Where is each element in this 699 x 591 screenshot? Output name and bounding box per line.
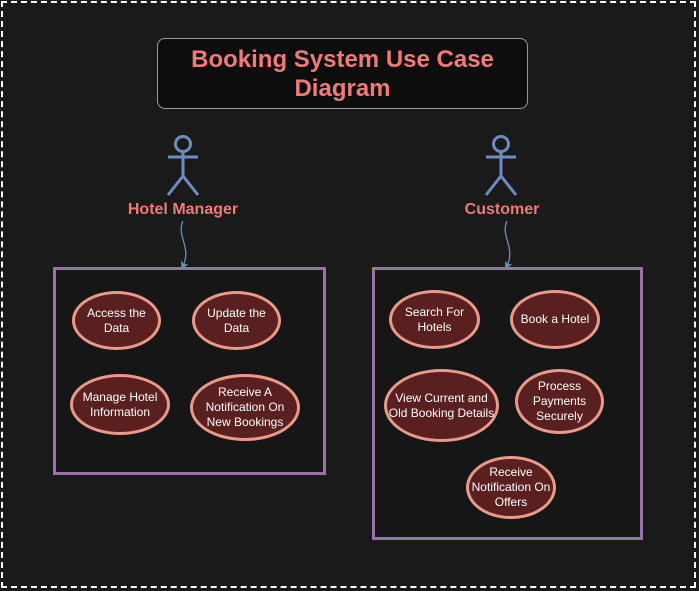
usecase-label: Access the Data xyxy=(87,305,146,335)
usecase-view-booking-details[interactable]: View Current and Old Booking Details xyxy=(384,369,499,442)
customer-actor-icon[interactable] xyxy=(484,135,518,196)
usecase-search-for-hotels[interactable]: Search For Hotels xyxy=(389,290,480,349)
usecase-book-a-hotel[interactable]: Book a Hotel xyxy=(510,290,600,349)
actor-label-hotel-manager: Hotel Manager xyxy=(127,201,239,218)
usecase-label: Manage Hotel Information xyxy=(82,389,158,419)
usecase-receive-notification-offers[interactable]: Receive Notification On Offers xyxy=(466,456,556,519)
actor-label-customer: Customer xyxy=(464,201,540,218)
usecase-label: Book a Hotel xyxy=(520,312,590,326)
usecase-label: Search For Hotels xyxy=(404,304,465,334)
usecase-label: View Current and Old Booking Details xyxy=(388,390,495,420)
usecase-update-the-data[interactable]: Update the Data xyxy=(192,291,281,350)
usecase-access-the-data[interactable]: Access the Data xyxy=(72,291,161,350)
manager-connector-arrow xyxy=(180,220,189,270)
usecase-label: Update the Data xyxy=(207,305,266,335)
usecase-process-payments[interactable]: Process Payments Securely xyxy=(515,369,604,434)
usecase-label: Receive Notification On Offers xyxy=(471,465,551,509)
hotel-manager-actor-icon[interactable] xyxy=(166,135,200,196)
usecase-label: Process Payments Securely xyxy=(532,379,587,423)
customer-connector-arrow xyxy=(504,220,513,270)
usecase-manage-hotel-information[interactable]: Manage Hotel Information xyxy=(70,374,170,435)
usecase-receive-notification-new-bookings[interactable]: Receive A Notification On New Bookings xyxy=(190,374,300,441)
diagram-title: Booking System Use Case Diagram xyxy=(191,45,494,102)
title-box[interactable]: Booking System Use Case Diagram xyxy=(157,38,528,109)
usecase-label: Receive A Notification On New Bookings xyxy=(205,385,285,429)
